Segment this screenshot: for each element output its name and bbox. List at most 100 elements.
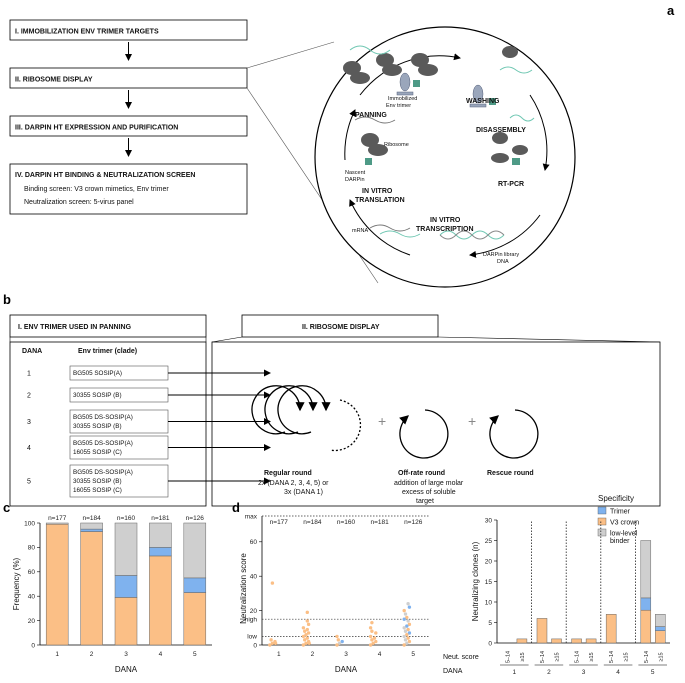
d-scatter-point [403,612,408,616]
d-scatter-point [270,581,275,585]
c-x-tick-label: 2 [90,651,94,658]
panel-label-d: d [232,500,240,515]
regular-round-circles [251,385,362,452]
d-y-tick-label: 40 [250,574,258,581]
d-scatter-point [273,641,278,645]
env-trimer-label: 16055 SOSIP (C) [73,449,122,456]
cycle-arrow-2 [529,94,550,171]
label-disassembly: DISASSEMBLY [476,127,526,134]
d-scatter-point [370,629,374,633]
label-ivtranscription-1: IN VITRO [430,217,461,224]
d-scatter-point [306,631,311,635]
label-nascent-1: Nascent [345,170,366,176]
c-count-label: n=126 [186,515,205,522]
label-washing: WASHING [466,98,500,105]
ribosome-icons [343,46,528,163]
dana-number: 4 [27,445,31,452]
d2-score-label: Neut. score [443,654,479,661]
env-trimer-label: 30355 SOSIP (B) [73,392,122,399]
workflow-steps: I. IMMOBILIZATION ENV TRIMER TARGETS II.… [9,19,248,215]
d2-y-tick-label: 0 [488,640,492,647]
offrate-round-label: Off-rate round [398,470,445,477]
d-count-label: n=181 [370,519,389,526]
step-box-2 [9,67,248,89]
c-y-tick-label: 60 [28,569,36,576]
offrate-round-circle [399,409,449,459]
label-immobilized-2: Env trimer [386,103,411,109]
c-x-tick-label: 5 [193,651,197,658]
d-scatter-point [303,629,307,633]
d2-bar-segment [640,609,652,644]
d-scatter-point [406,619,410,623]
d-scatter-point [405,615,409,620]
d-threshold-label: max [245,513,258,520]
c-count-label: n=181 [151,515,170,522]
d2-y-label: Neutralizing clones (n) [471,541,480,621]
d-scatter-point [368,634,373,639]
c-bar-segment [149,522,172,548]
legend-label-trimer: Trimer [610,509,631,516]
env-trimer-label: BG505 SOSIP(A) [73,370,122,377]
d-scatter-point [337,641,342,645]
legend-label-lowlevel-2: binder [610,538,630,545]
d2-sub-tick-label: 5–14 [575,651,581,663]
label-immobilized-1: Immobilized [388,96,417,102]
d2-y-tick-label: 30 [485,517,493,524]
d-scatter-point [305,619,309,623]
d2-bar-segment [585,638,597,644]
label-mrna: mRNA [352,228,369,234]
d-scatter-point [335,643,339,647]
regular-round-label: Regular round [264,470,312,477]
rescue-round-circle [489,409,539,459]
ribosome-display-cycle: WASHING PANNING DISASSEMBLY RT-PCR IN VI… [314,26,576,288]
cycle-arrow-4 [349,199,411,256]
c-bar-segment [114,522,138,576]
c-bar-segment [45,523,69,646]
envtrimer-title-box [9,314,207,338]
d-scatter-point [370,638,374,642]
dna-helix [439,230,505,240]
c-bar-segment [183,577,207,593]
c-count-label: n=160 [117,515,136,522]
d-scatter-point [301,634,306,639]
d2-sub-tick-label: ≥15 [658,652,664,661]
d-scatter-point [406,602,410,606]
d-threshold-label: high [245,617,258,624]
d-count-label: n=184 [303,519,322,526]
d-scatter-point [402,617,406,621]
cycle-circle [314,26,576,288]
d-x-tick-label: 3 [344,651,348,658]
d-scatter-point [370,620,374,625]
d2-sub-tick-label: 5–14 [505,651,511,663]
d-scatter-point [305,627,309,632]
d2-group-label: 4 [616,669,620,676]
d-count-label: n=126 [404,519,423,526]
step-box-1 [9,19,248,41]
display-title: II. RIBOSOME DISPLAY [302,324,380,331]
cycle-arrow-5 [344,109,356,161]
d2-sub-tick-label: 5–14 [644,651,650,663]
d-scatter-point [407,639,412,644]
label-nascent-2: DARPin [345,177,365,183]
d-scatter-point [371,641,375,645]
panel-label-a: a [667,3,675,18]
c-y-tick-label: 20 [28,618,36,625]
d-scatter-point [374,639,378,644]
d-scatter-point [402,634,406,639]
label-ivtranslation-1: IN VITRO [362,188,393,195]
d-scatter-point [407,622,412,627]
neutralization-screen-text: Neutralization screen: 5-virus panel [24,199,134,206]
zoom-line-top [246,41,335,69]
c-x-tick-label: 4 [159,651,163,658]
d2-y-tick-label: 5 [488,620,492,627]
env-trimer-icons [396,72,487,108]
d-scatter-point [402,626,406,630]
c-count-label: n=184 [82,515,101,522]
c-x-label: DANA [115,665,138,674]
legend-title: Specificity [598,494,634,503]
d-scatter-point [268,643,272,647]
d-scatter-point [368,643,373,647]
d2-bar-segment [640,597,652,611]
label-rtpcr: RT-PCR [498,181,524,188]
